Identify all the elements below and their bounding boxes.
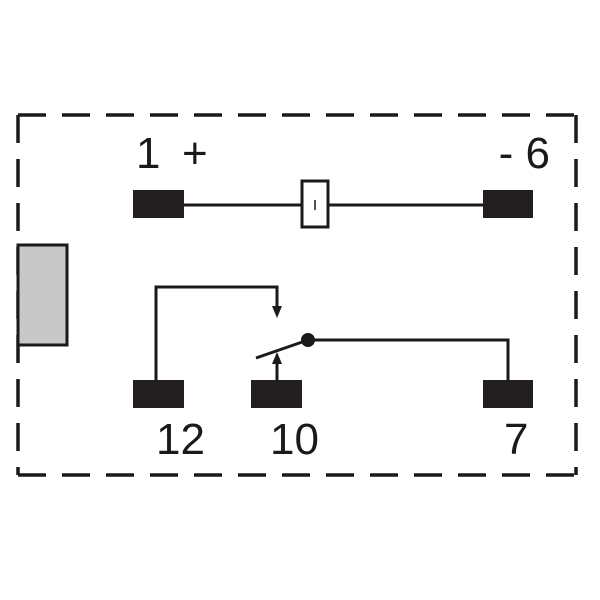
pad-6 [483,190,533,218]
contact-10-arrow [272,352,282,364]
pin-6-label: - 6 [499,129,550,178]
switch-blade [255,338,309,360]
pin-1-polarity-label: + [182,129,208,178]
pad-7 [483,380,533,408]
pin-12-label: 12 [156,415,205,464]
side-tab [16,243,69,347]
common-wire [308,338,510,381]
contact-12-wire [154,285,279,381]
contact-12-arrow [272,306,282,318]
pin-10-label: 10 [270,415,319,464]
pad-1 [133,190,184,218]
pin-1-label: 1 [136,129,160,178]
pad-12 [133,380,184,408]
pad-10 [251,380,302,408]
pin-7-label: 7 [504,415,528,464]
